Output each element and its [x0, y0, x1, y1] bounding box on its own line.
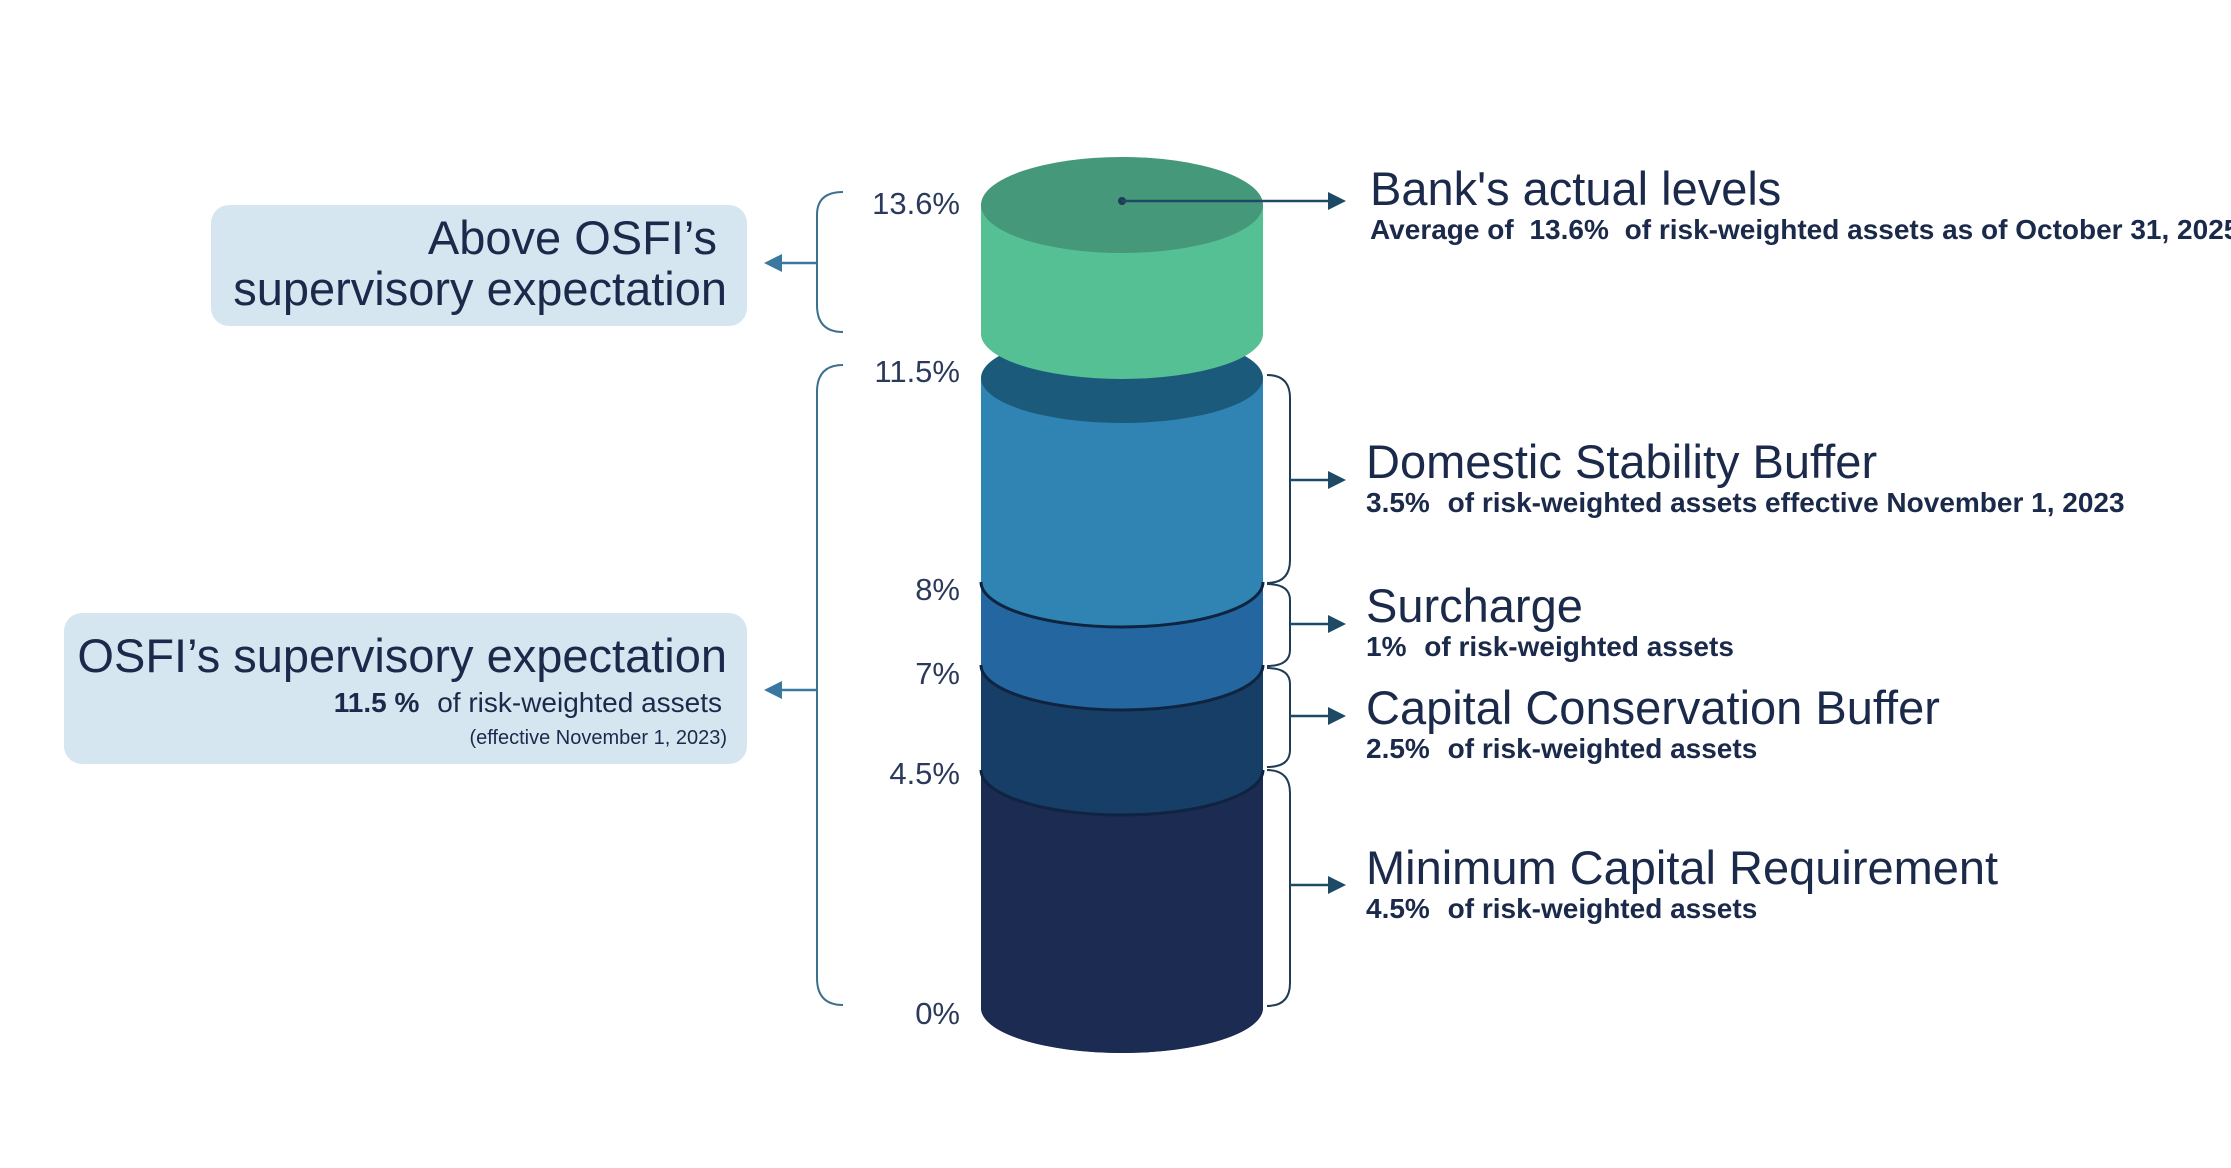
label-surcharge-value-bold: 1% [1366, 631, 1407, 662]
layer-mcr-bottom-edge [981, 963, 1263, 1053]
label-surcharge-value-text: of risk-weighted assets [1424, 631, 1734, 662]
tick-label-4-5: 4.5% [889, 756, 960, 791]
supervisory-expectation-value-text: of risk-weighted assets [437, 687, 722, 718]
right-brackets [1266, 374, 1346, 1007]
actual-level-arrowhead [1328, 192, 1346, 210]
cylinder-stack [979, 157, 1265, 1053]
label-ccb-value-text: of risk-weighted assets [1448, 733, 1758, 764]
arrow-mcr-head [1328, 876, 1346, 894]
label-dsb-value: 3.5% of risk-weighted assets effective N… [1366, 487, 2125, 518]
label-surcharge: Surcharge 1% of risk-weighted assets [1366, 579, 1734, 662]
tick-label-11-5: 11.5% [874, 354, 960, 389]
supervisory-expectation-value: 11.5 % of risk-weighted assets [334, 687, 722, 718]
layer-dsb-separator [979, 581, 1265, 629]
arrow-surcharge-head [1328, 615, 1346, 633]
bracket-ccb [1266, 667, 1291, 768]
supervisory-expectation-note: (effective November 1, 2023) [469, 727, 727, 749]
label-ccb-title: Capital Conservation Buffer [1366, 681, 1940, 734]
bracket-surcharge [1266, 583, 1291, 667]
actual-level-title: Bank's actual levels [1370, 162, 1781, 215]
layer-actual-body [981, 205, 1263, 379]
label-mcr-title: Minimum Capital Requirement [1366, 841, 1998, 894]
bracket-mcr [1266, 769, 1291, 1007]
layer-dsb-body [981, 378, 1263, 627]
label-mcr-value: 4.5% of risk-weighted assets [1366, 893, 1757, 924]
label-dsb-title: Domestic Stability Buffer [1366, 435, 1877, 488]
layer-surcharge-separator [979, 664, 1265, 712]
label-dsb-value-text: of risk-weighted assets effective Novemb… [1448, 487, 2125, 518]
label-surcharge-value: 1% of risk-weighted assets [1366, 631, 1734, 662]
supervisory-expectation-value-bold: 11.5 % [334, 687, 420, 718]
label-mcr-value-bold: 4.5% [1366, 893, 1430, 924]
label-ccb-value-bold: 2.5% [1366, 733, 1430, 764]
above-expectation-box-bg [211, 205, 747, 326]
label-dsb: Domestic Stability Buffer 3.5% of risk-w… [1366, 435, 2125, 518]
supervisory-expectation-box: OSFI’s supervisory expectation 11.5 % of… [64, 613, 747, 764]
left-bracket-bottom [764, 364, 844, 1006]
label-ccb: Capital Conservation Buffer 2.5% of risk… [1366, 681, 1940, 764]
label-surcharge-title: Surcharge [1366, 579, 1583, 632]
scale-tick-labels: 13.6% 11.5% 8% 7% 4.5% 0% [872, 186, 960, 1031]
left-bracket-top-path [816, 191, 844, 333]
label-dsb-value-bold: 3.5% [1366, 487, 1430, 518]
label-mcr-value-text: of risk-weighted assets [1448, 893, 1758, 924]
tick-label-0: 0% [915, 996, 960, 1031]
actual-level-callout: Bank's actual levels Average of 13.6% of… [1118, 162, 2231, 245]
actual-level-subtitle-post: of risk-weighted assets as of October 31… [1625, 214, 2231, 245]
label-mcr: Minimum Capital Requirement 4.5% of risk… [1366, 841, 1998, 924]
above-expectation-line2: supervisory expectation [233, 262, 727, 315]
above-expectation-box: Above OSFI’s supervisory expectation [211, 205, 747, 326]
above-expectation-line1: Above OSFI’s [428, 211, 717, 264]
layer-actual [981, 157, 1263, 379]
supervisory-expectation-title: OSFI’s supervisory expectation [77, 629, 727, 682]
left-arrow-bottom-head [764, 681, 782, 699]
tick-label-13-6: 13.6% [872, 186, 960, 221]
actual-level-subtitle-pre: Average of [1370, 214, 1514, 245]
tick-label-7: 7% [915, 656, 960, 691]
tick-label-8: 8% [915, 572, 960, 607]
left-bracket-bottom-path [816, 364, 844, 1006]
label-ccb-value: 2.5% of risk-weighted assets [1366, 733, 1757, 764]
right-labels: Domestic Stability Buffer 3.5% of risk-w… [1366, 435, 2125, 924]
actual-level-subtitle: Average of 13.6% of risk-weighted assets… [1370, 214, 2231, 245]
bracket-dsb [1266, 374, 1291, 584]
supervisory-expectation-box-bg [64, 613, 747, 764]
arrow-ccb-head [1328, 707, 1346, 725]
layer-mcr [981, 770, 1263, 1053]
left-arrow-top-head [764, 254, 782, 272]
arrow-dsb-head [1328, 471, 1346, 489]
actual-level-subtitle-bold: 13.6% [1529, 214, 1608, 245]
left-bracket-top [764, 191, 844, 333]
layer-ccb-separator [979, 769, 1265, 817]
